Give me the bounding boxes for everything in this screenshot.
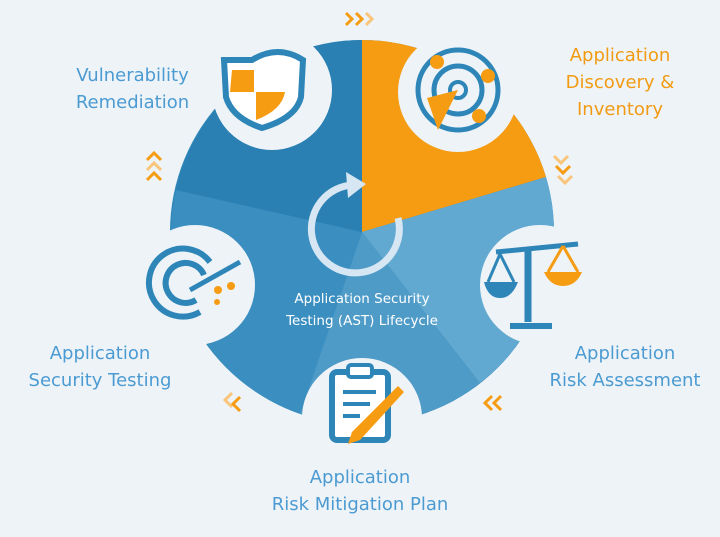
chevron-left-icon <box>482 394 503 412</box>
label-line: Vulnerability <box>76 65 189 86</box>
label-line: Risk Mitigation Plan <box>271 494 449 515</box>
chevron-up-icon <box>145 150 163 182</box>
label-line: Discovery & <box>565 72 675 93</box>
clipboard-pen-icon <box>329 363 404 444</box>
center-title-line2: Testing (AST) Lifecycle <box>286 313 438 329</box>
cycle-arrow-icon <box>307 172 403 277</box>
scales-icon <box>484 241 582 329</box>
label-line: Application <box>574 343 676 364</box>
label-line: Security Testing <box>28 370 172 391</box>
chevron-left-icon <box>222 391 242 413</box>
center-title: Application Security Testing (AST) Lifec… <box>262 288 462 332</box>
label-line: Application <box>49 343 151 364</box>
label-line: Inventory <box>577 99 663 120</box>
center-title-line1: Application Security <box>294 291 430 307</box>
stage-label-discovery: Application Discovery & Inventory <box>520 42 720 123</box>
label-line: Risk Assessment <box>549 370 701 391</box>
stage-label-remediation: Vulnerability Remediation <box>50 62 215 116</box>
stage-label-security-testing: Application Security Testing <box>10 340 190 394</box>
chevron-right-icon <box>344 11 375 27</box>
radar-icon <box>415 47 501 133</box>
label-line: Application <box>309 467 411 488</box>
scan-icon <box>145 245 242 320</box>
label-line: Remediation <box>75 92 190 113</box>
label-line: Application <box>569 45 671 66</box>
chevron-down-icon <box>552 154 574 186</box>
stage-label-mitigation-plan: Application Risk Mitigation Plan <box>250 464 470 518</box>
shield-icon <box>220 49 307 132</box>
stage-label-risk-assessment: Application Risk Assessment <box>530 340 720 394</box>
